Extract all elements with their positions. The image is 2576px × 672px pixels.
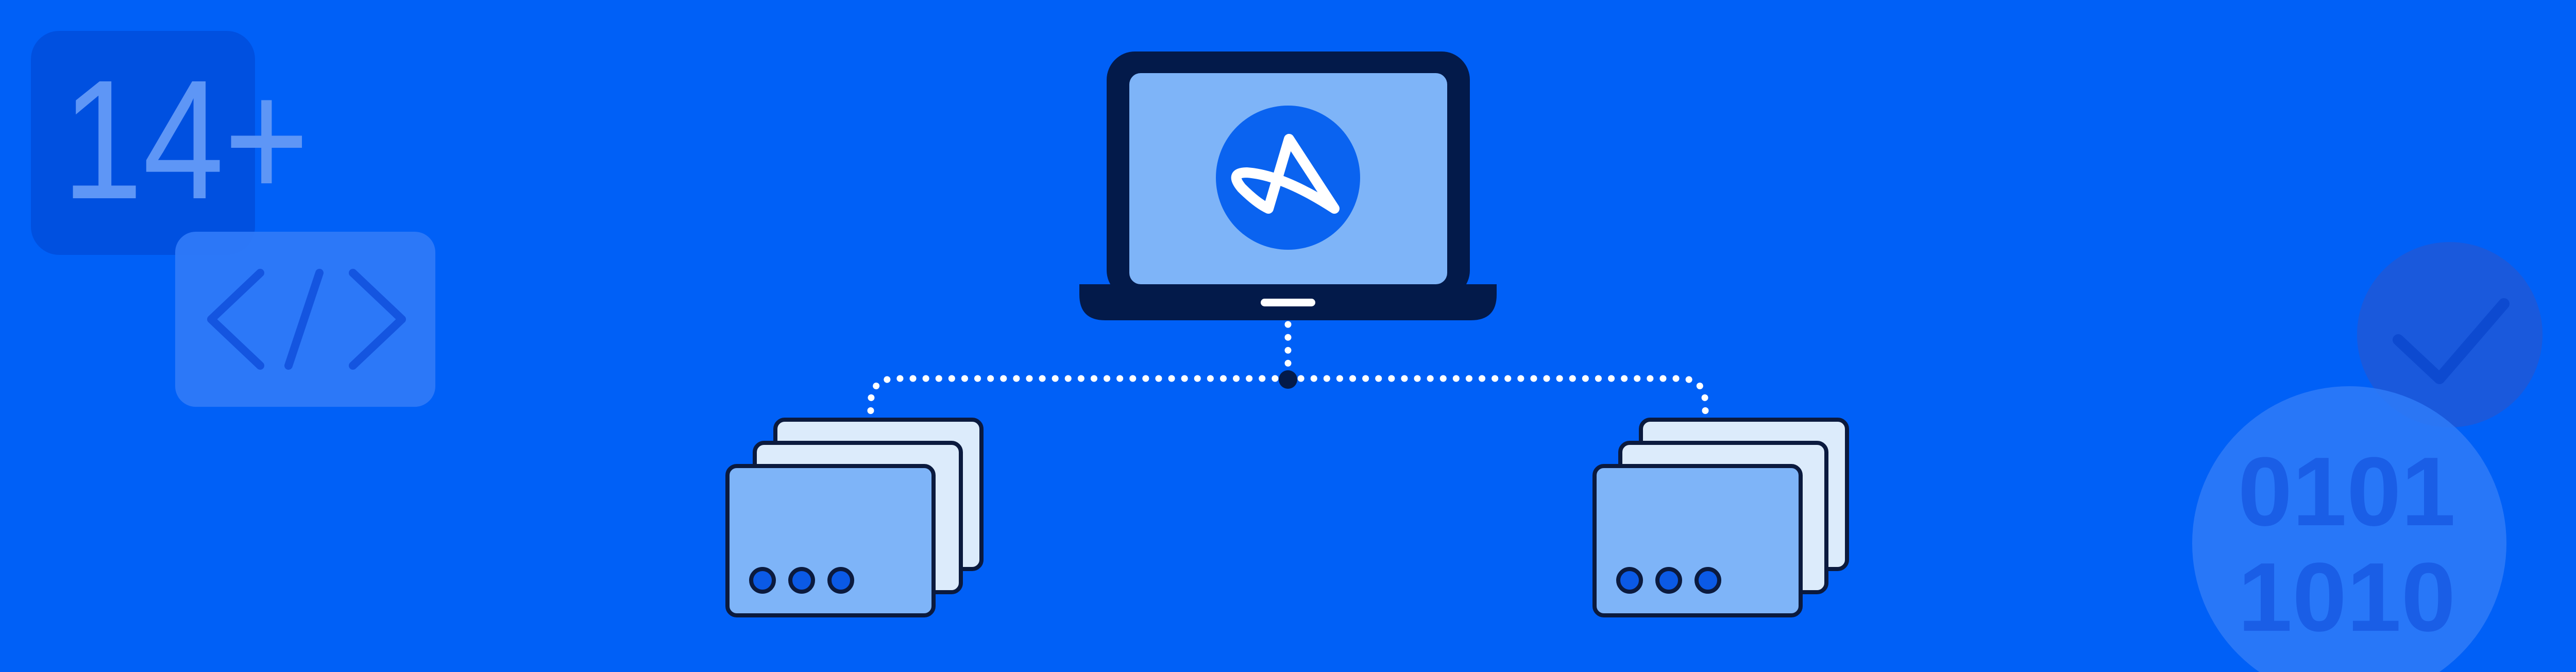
code-tile-decor — [175, 232, 435, 407]
left-card-dot-2 — [788, 567, 815, 594]
version-badge-text: 14+ — [62, 44, 309, 234]
laptop-trackpad-notch — [1261, 299, 1315, 306]
right-card-front — [1592, 464, 1803, 617]
left-card-front — [725, 464, 936, 617]
laptop-icon — [1079, 51, 1497, 320]
right-card-dot-1 — [1616, 567, 1643, 594]
check-circle — [2357, 242, 2543, 427]
amplitude-logo-icon — [1231, 134, 1340, 214]
binary-circle — [2192, 386, 2506, 672]
check-icon — [2393, 298, 2510, 384]
logo-circle — [1216, 106, 1360, 250]
binary-circle-decor: 0101 1010 — [2192, 386, 2506, 672]
binary-line-1: 0101 — [2238, 437, 2456, 546]
left-card-stack — [725, 418, 984, 617]
connector-left — [867, 375, 1292, 418]
check-circle-decor — [2357, 242, 2543, 427]
connector-node — [1279, 370, 1297, 389]
version-badge-tile — [31, 31, 255, 255]
left-card-dot-1 — [749, 567, 776, 594]
left-card-dot-3 — [827, 567, 854, 594]
right-card-stack — [1592, 418, 1849, 617]
binary-line-2: 1010 — [2238, 543, 2456, 652]
code-brackets-icon — [207, 269, 406, 370]
version-badge-decor: 14+ — [31, 31, 309, 255]
right-card-dot-3 — [1694, 567, 1721, 594]
right-card-dot-2 — [1655, 567, 1682, 594]
connector-right — [1284, 375, 1709, 418]
connector-lines — [867, 321, 1709, 418]
